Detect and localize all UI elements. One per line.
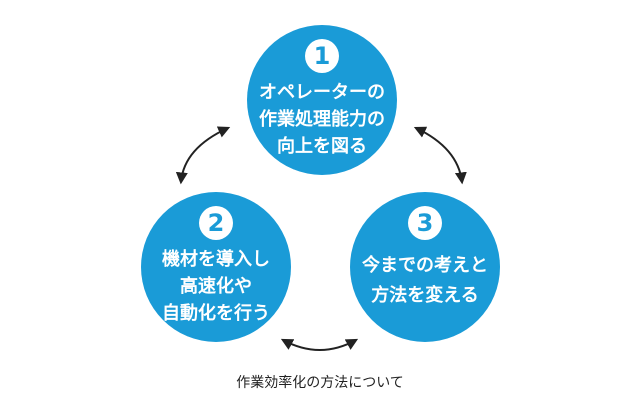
circle-text-line: 作業処理能力の — [259, 109, 385, 130]
circle-text-line: 今までの考えと — [362, 255, 488, 276]
circle-step-1: 1 オペレーターの 作業処理能力の 向上を図る — [247, 25, 397, 175]
circle-text-line: 機材を導入し — [162, 249, 270, 270]
double-arrow-icon — [175, 126, 231, 185]
circle-text-line: 方法を変える — [371, 285, 479, 306]
double-arrow-icon — [413, 126, 467, 185]
step-number-badge: 2 — [199, 206, 233, 240]
step-number-badge: 1 — [305, 39, 339, 73]
circle-text-line: オペレーターの — [259, 82, 385, 103]
circle-text-line: 高速化や — [180, 276, 252, 297]
diagram-caption: 作業効率化の方法について — [236, 375, 404, 391]
circle-step-3: 3 今までの考えと 方法を変える — [350, 192, 500, 342]
double-arrow-icon — [280, 338, 359, 351]
circle-text-line: 向上を図る — [277, 136, 367, 157]
circle-text-line: 自動化を行う — [162, 303, 270, 324]
step-number-badge: 3 — [408, 206, 442, 240]
circle-step-2: 2 機材を導入し 高速化や 自動化を行う — [141, 192, 291, 342]
